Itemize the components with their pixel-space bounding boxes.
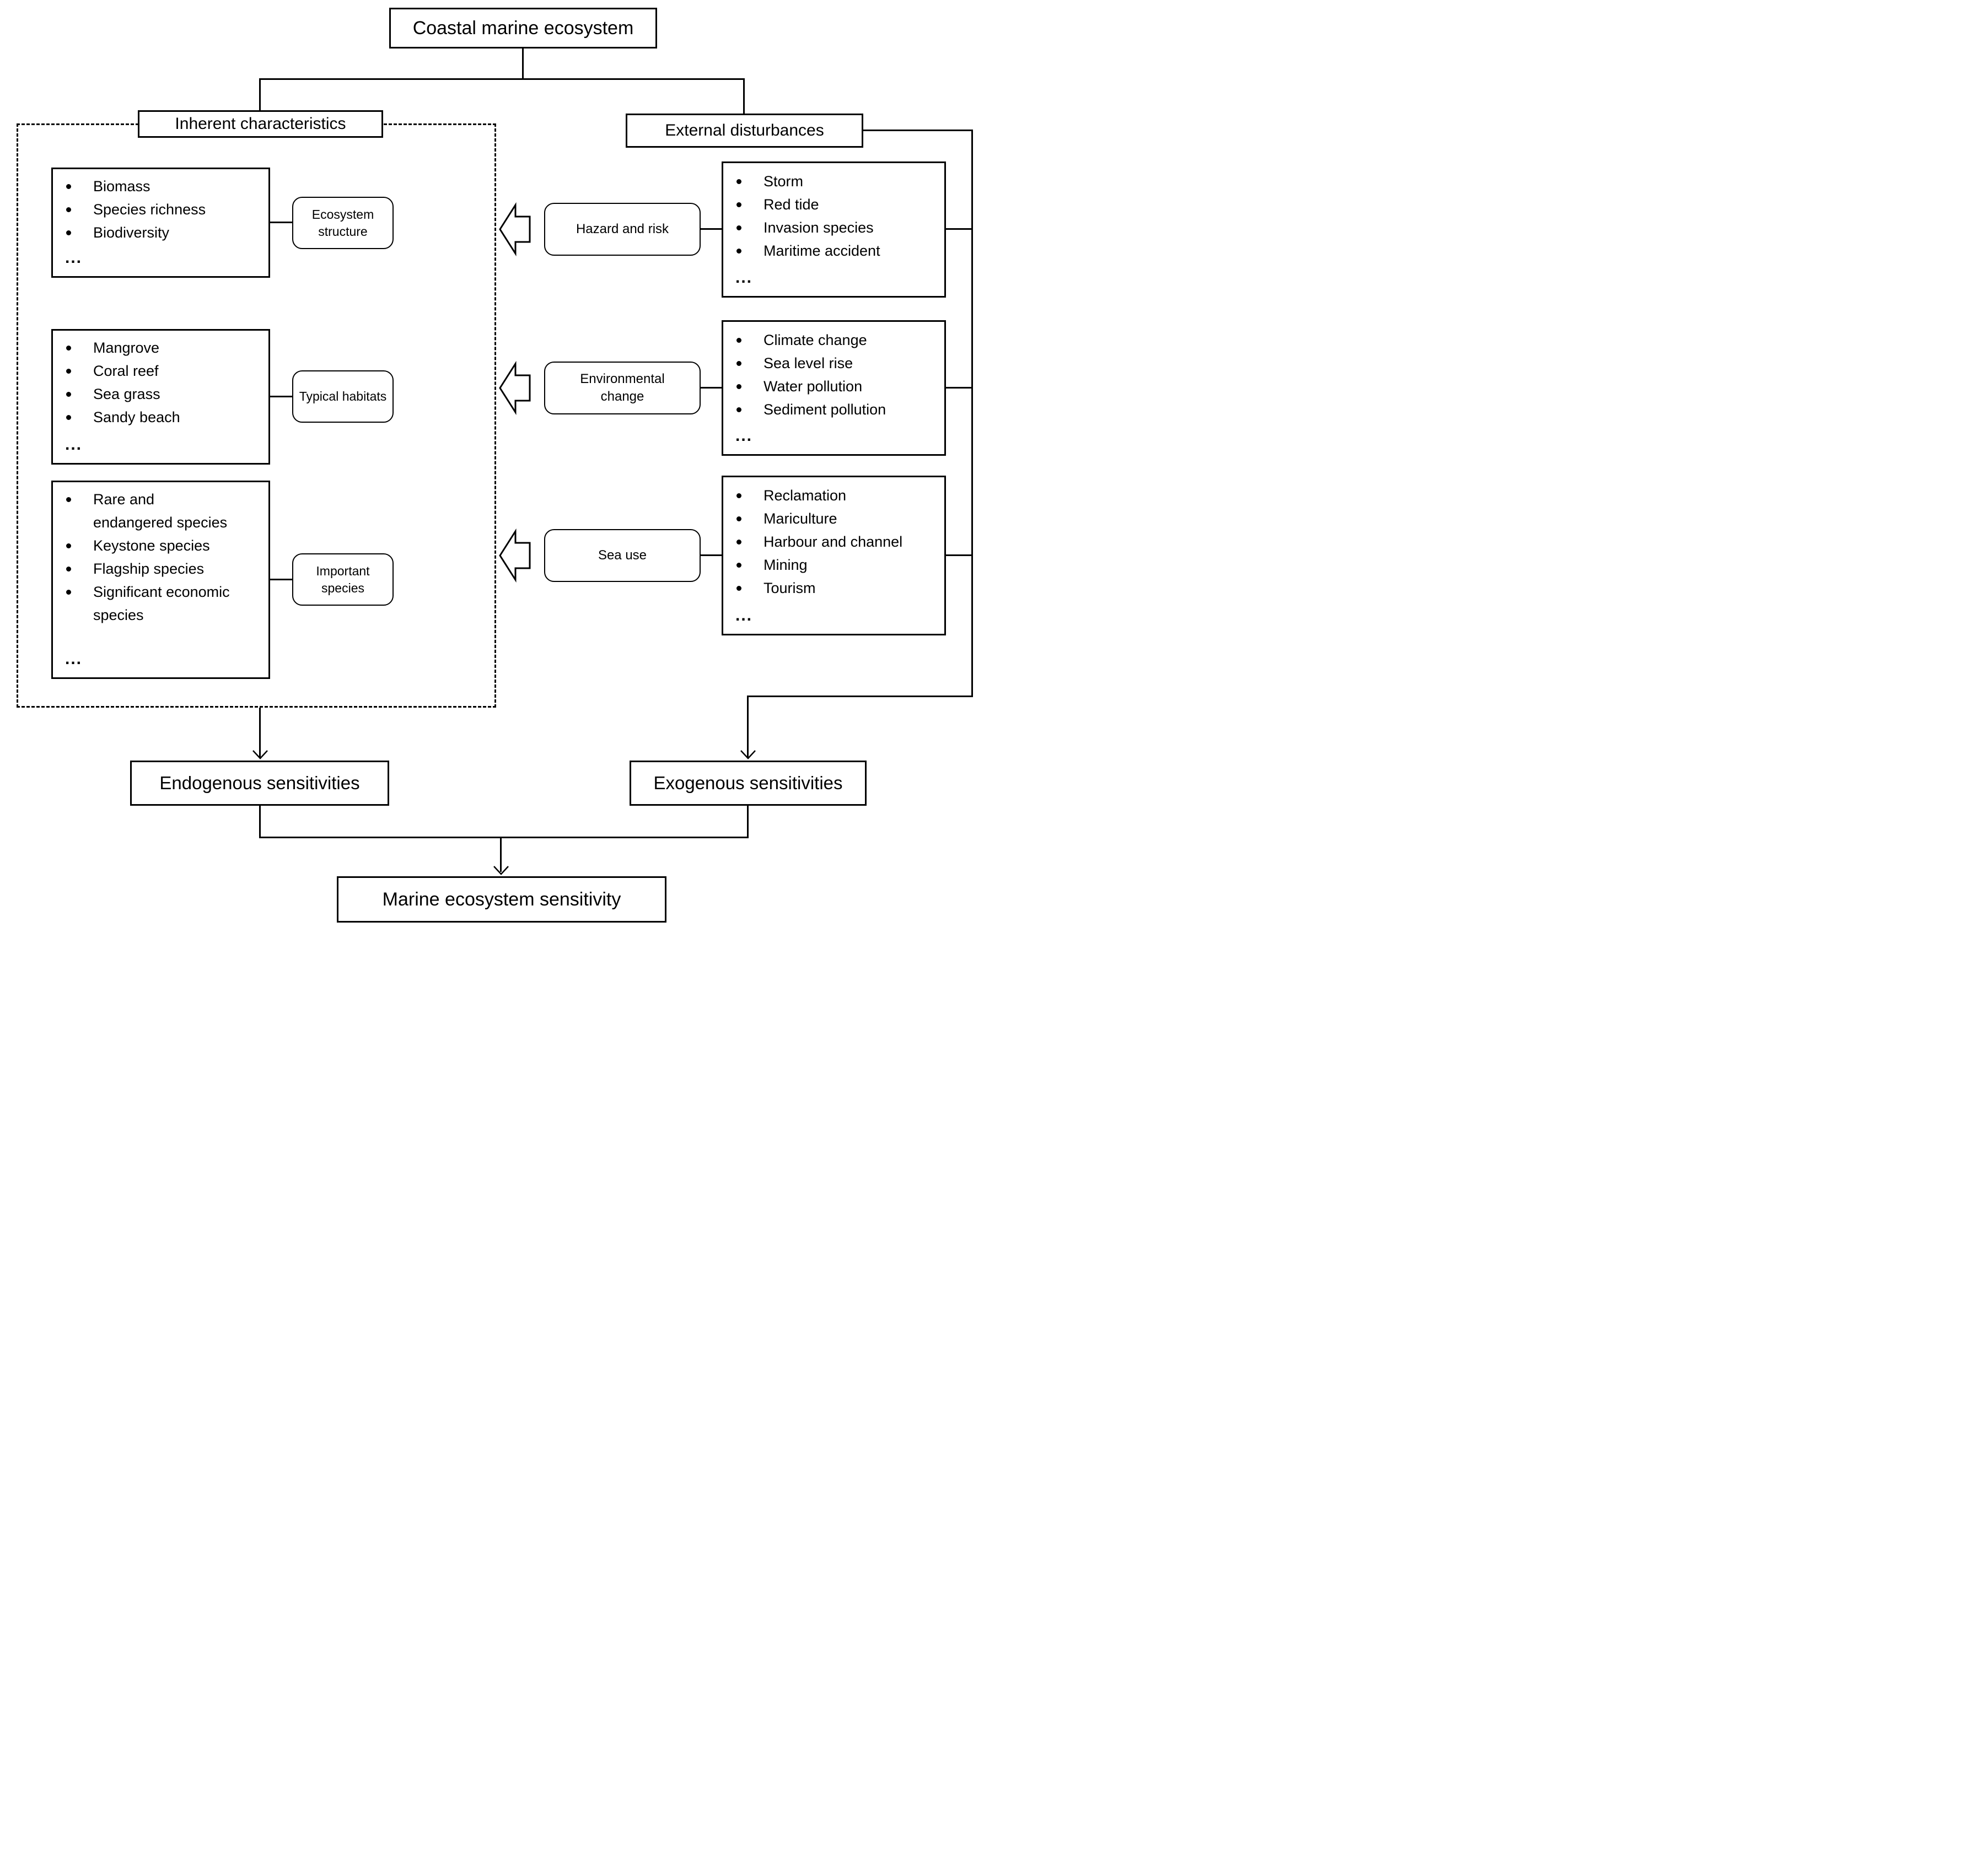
list-item: Sediment pollution: [723, 398, 944, 421]
root-node-coastal-marine-ecosystem: Coastal marine ecosystem: [389, 8, 657, 48]
list-ellipsis: ...: [735, 606, 753, 624]
connector-line: [701, 387, 722, 389]
sea-use-list: Reclamation Mariculture Harbour and chan…: [722, 476, 946, 635]
exogenous-sensitivities-node: Exogenous sensitivities: [630, 761, 867, 806]
list-item: Rare and endangered species: [53, 488, 268, 534]
arrowhead-down-icon: [493, 866, 509, 875]
list-item: Keystone species: [53, 534, 268, 557]
connector-line: [701, 554, 722, 556]
left-block-arrow-icon: [499, 528, 531, 583]
typical-habitats-label: Typical habitats: [299, 389, 387, 403]
list-item: Flagship species: [53, 557, 268, 580]
connector-line: [259, 806, 261, 838]
sea-use-node: Sea use: [544, 529, 701, 582]
list-item: Invasion species: [723, 216, 944, 239]
diagram-canvas: Coastal marine ecosystem Inherent charac…: [0, 0, 984, 938]
list-ellipsis: ...: [65, 435, 83, 454]
connector-line: [270, 222, 292, 223]
list-item: Mining: [723, 553, 944, 576]
list-item: Water pollution: [723, 375, 944, 398]
marine-ecosystem-sensitivity-node: Marine ecosystem sensitivity: [337, 876, 666, 923]
list-item: Red tide: [723, 193, 944, 216]
external-header-label: External disturbances: [665, 121, 824, 139]
list-item: Significant economic species: [53, 580, 268, 627]
external-trunk-line: [971, 130, 973, 697]
important-species-node: Important species: [292, 553, 394, 606]
list-item: Climate change: [723, 328, 944, 352]
connector-line: [270, 579, 292, 580]
list-ellipsis: ...: [735, 427, 753, 445]
list-ellipsis: ...: [735, 268, 753, 287]
list-item: Biodiversity: [53, 221, 268, 244]
list-item: Storm: [723, 170, 944, 193]
sea-use-label: Sea use: [598, 548, 647, 563]
list-item: Mariculture: [723, 507, 944, 530]
list-ellipsis: ...: [65, 249, 83, 267]
left-block-arrow-icon: [499, 202, 531, 257]
connector-line: [747, 806, 749, 838]
typical-habitats-node: Typical habitats: [292, 370, 394, 423]
typical-habitats-list: Mangrove Coral reef Sea grass Sandy beac…: [51, 329, 270, 465]
root-node-label: Coastal marine ecosystem: [412, 17, 634, 39]
connector-line: [944, 228, 973, 230]
inherent-header-label: Inherent characteristics: [175, 115, 346, 133]
connector-line: [259, 837, 749, 838]
external-disturbances-header: External disturbances: [626, 114, 863, 148]
connector-line: [500, 837, 502, 872]
hazard-and-risk-list: Storm Red tide Invasion species Maritime…: [722, 161, 946, 298]
connector-line: [259, 78, 745, 80]
ecosystem-structure-list: Biomass Species richness Biodiversity ..…: [51, 168, 270, 278]
important-species-list: Rare and endangered species Keystone spe…: [51, 481, 270, 679]
connector-line: [259, 708, 261, 757]
list-item: Sandy beach: [53, 406, 268, 429]
ecosystem-structure-label: Ecosystem structure: [311, 207, 374, 239]
list-item: Harbour and channel: [723, 530, 944, 553]
list-item: Maritime accident: [723, 239, 944, 262]
list-item: Sea level rise: [723, 352, 944, 375]
left-block-arrow-icon: [499, 360, 531, 416]
hazard-and-risk-label: Hazard and risk: [576, 222, 669, 236]
connector-line: [747, 696, 973, 697]
arrowhead-down-icon: [252, 750, 268, 759]
list-item: Reclamation: [723, 484, 944, 507]
list-item: Species richness: [53, 198, 268, 221]
list-item: Biomass: [53, 175, 268, 198]
endogenous-sensitivities-node: Endogenous sensitivities: [130, 761, 389, 806]
ecosystem-structure-node: Ecosystem structure: [292, 197, 394, 249]
connector-line: [747, 696, 749, 757]
environmental-change-node: Environmental change: [544, 362, 701, 414]
list-item: Mangrove: [53, 336, 268, 359]
connector-line: [944, 554, 973, 556]
list-ellipsis: ...: [65, 650, 83, 668]
inherent-characteristics-header: Inherent characteristics: [138, 110, 383, 138]
connector-line: [944, 387, 973, 389]
exogenous-sensitivities-label: Exogenous sensitivities: [653, 773, 843, 793]
connector-line: [270, 396, 292, 397]
list-item: Tourism: [723, 576, 944, 600]
connector-line: [863, 130, 973, 131]
connector-line: [259, 78, 261, 110]
environmental-change-label: Environmental change: [580, 371, 665, 404]
marine-ecosystem-sensitivity-label: Marine ecosystem sensitivity: [382, 888, 621, 910]
arrowhead-down-icon: [740, 750, 756, 759]
list-item: Sea grass: [53, 382, 268, 406]
hazard-and-risk-node: Hazard and risk: [544, 203, 701, 256]
important-species-label: Important species: [316, 563, 370, 595]
list-item: Coral reef: [53, 359, 268, 382]
connector-line: [522, 48, 524, 78]
connector-line: [743, 78, 745, 114]
environmental-change-list: Climate change Sea level rise Water poll…: [722, 320, 946, 456]
connector-line: [701, 228, 722, 230]
endogenous-sensitivities-label: Endogenous sensitivities: [159, 773, 360, 793]
